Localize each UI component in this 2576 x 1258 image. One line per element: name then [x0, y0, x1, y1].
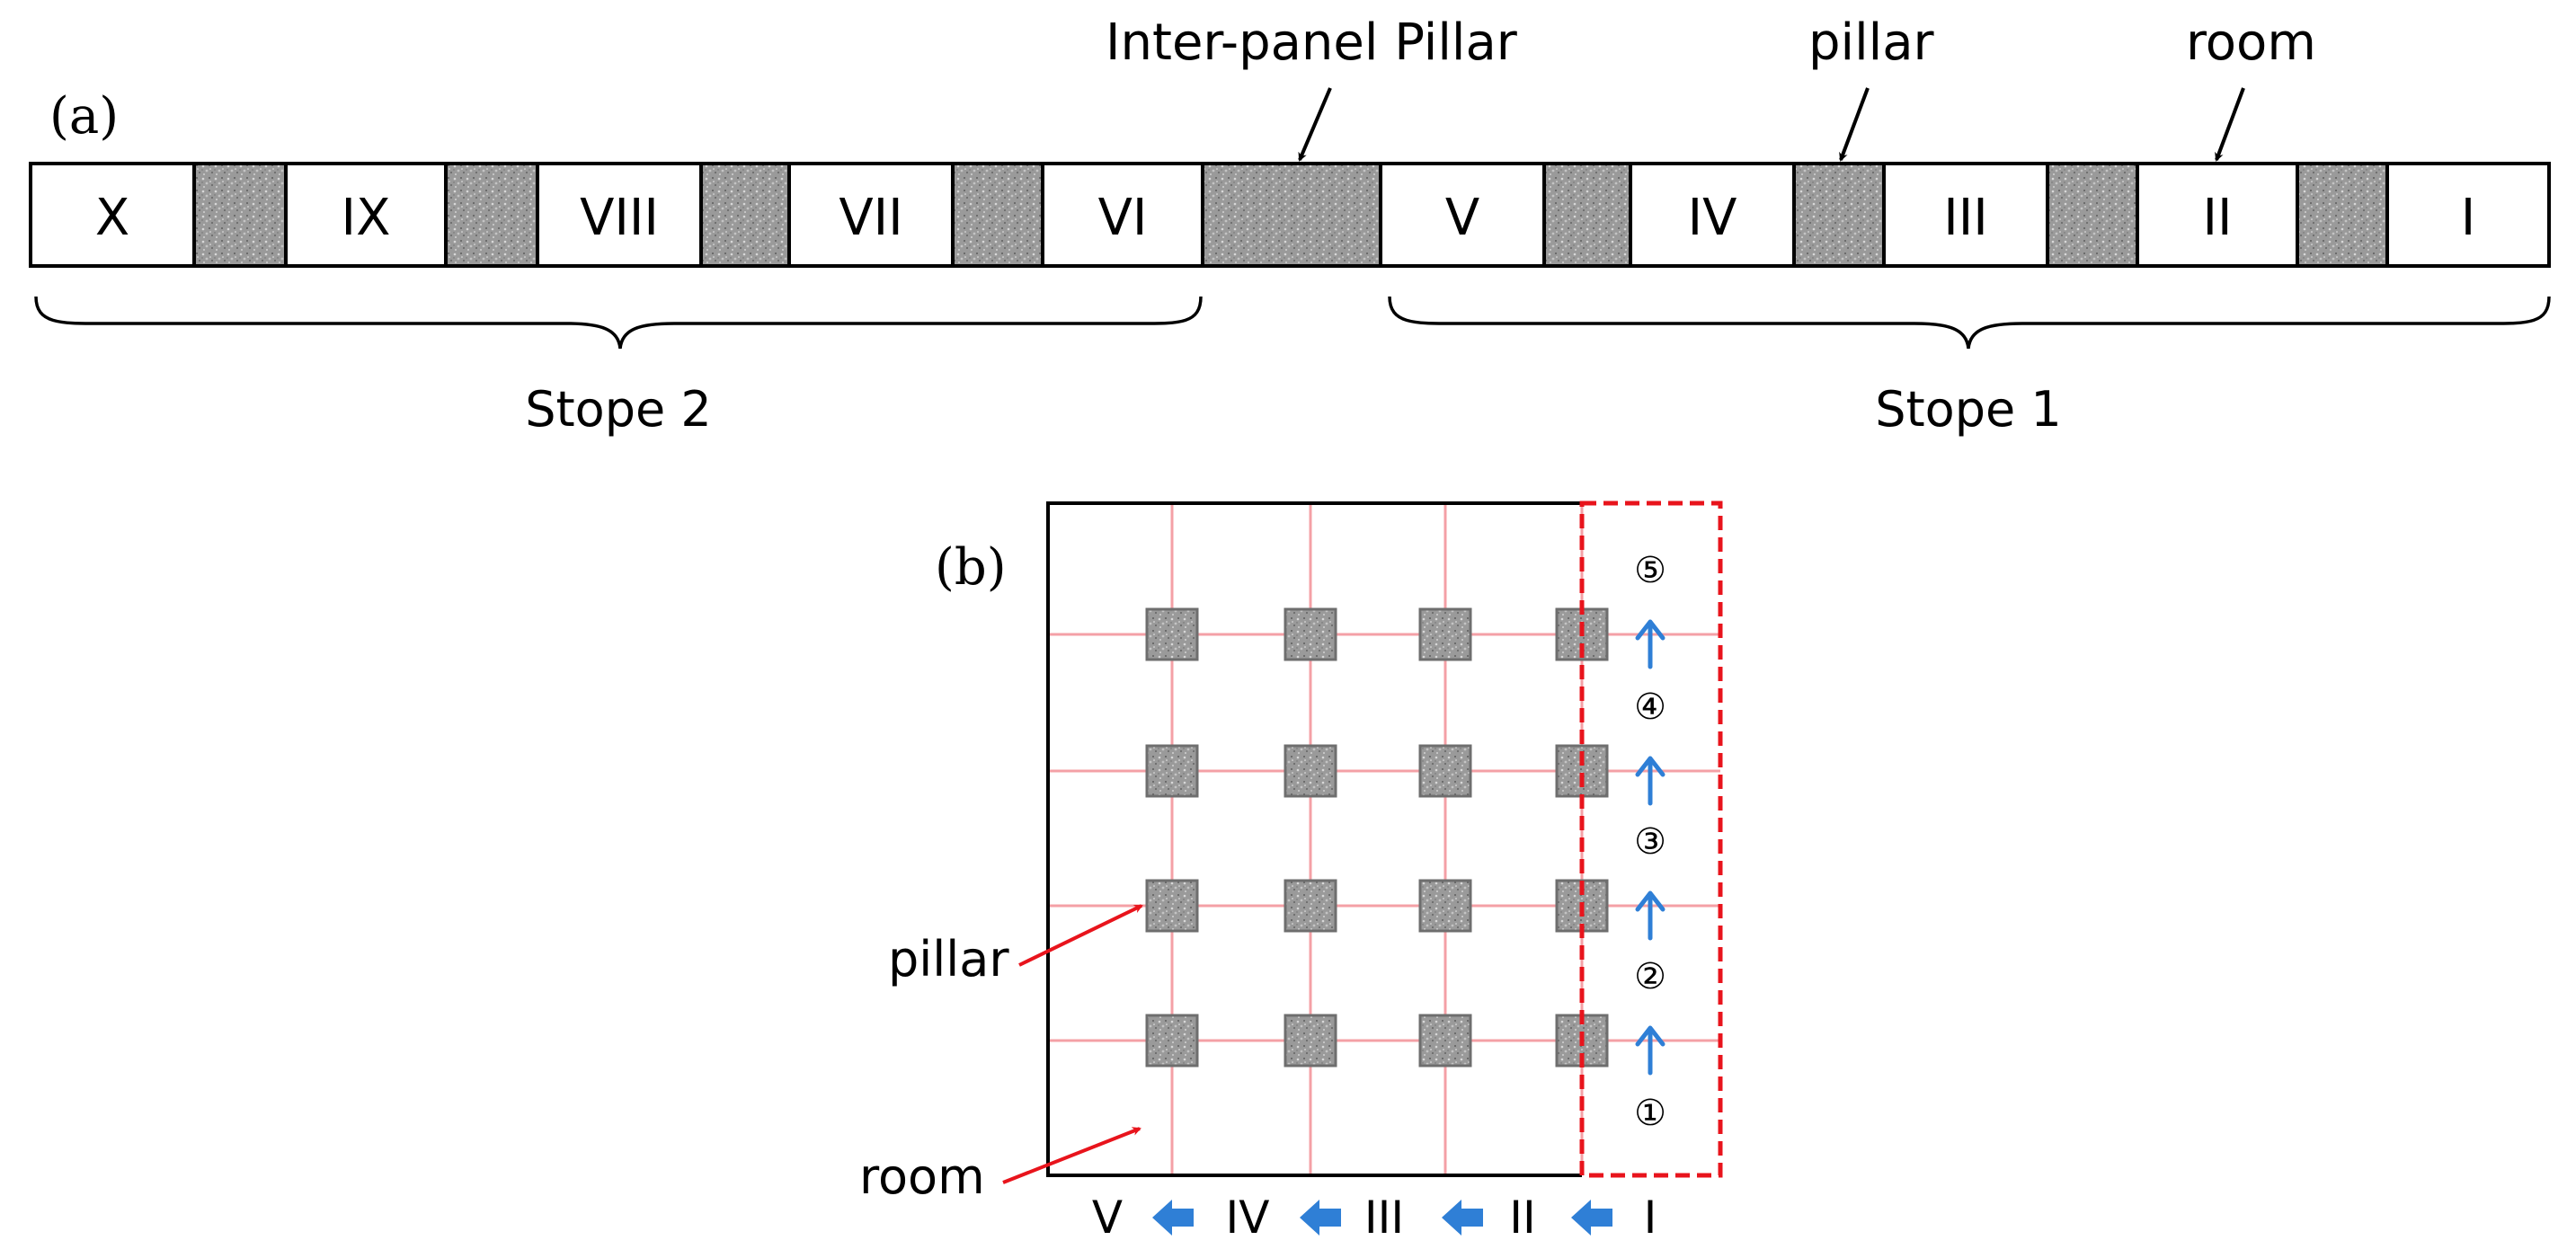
room-cell-x	[29, 162, 196, 268]
room-label-iii: III	[1943, 189, 1988, 247]
column-label-i: I	[1644, 1192, 1657, 1244]
room-cell-ix	[284, 162, 448, 268]
blue-left-arrow-icon	[1300, 1200, 1341, 1236]
pillar-cell	[444, 162, 539, 268]
pillar-annotation: pillar	[1808, 13, 1935, 72]
inter-panel-pillar-annotation: Inter-panel Pillar	[1106, 13, 1518, 72]
blue-up-arrow-icon	[1635, 890, 1666, 941]
pillar-block	[1284, 744, 1337, 798]
panel-a: (a) X	[29, 13, 2551, 438]
blue-up-arrow-icon	[1635, 756, 1666, 806]
step-marker-1: ①	[1634, 1093, 1666, 1134]
blue-up-arrow-icon	[1635, 619, 1666, 669]
step-marker-4: ④	[1634, 687, 1666, 728]
stope-1-brace	[1388, 296, 2551, 350]
panel-b-frame	[1046, 501, 1582, 1177]
red-arrow-icon	[1018, 904, 1143, 967]
pillar-cells	[192, 162, 2389, 268]
room-label-viii: VIII	[580, 189, 659, 247]
pillar-block	[1284, 879, 1337, 933]
room-label-vii: VII	[839, 189, 902, 247]
room-cell-i	[2385, 162, 2551, 268]
pillar-cell	[2046, 162, 2139, 268]
room-label-x: X	[95, 189, 129, 247]
pillar-cell	[192, 162, 288, 268]
pillar-cell	[2296, 162, 2389, 268]
pillar-blocks	[1145, 607, 1609, 1068]
room-cell-ii	[2136, 162, 2299, 268]
pillar-block	[1418, 607, 1472, 661]
pillar-annotation-b: pillar	[888, 931, 1009, 988]
column-labels: V IV III II I	[1092, 1192, 1657, 1244]
pillar-block	[1145, 744, 1199, 798]
column-label-iii: III	[1364, 1192, 1404, 1244]
inter-panel-pillar-cell	[1201, 162, 1382, 268]
red-arrow-icon	[1002, 1127, 1141, 1184]
pillar-block	[1145, 1014, 1199, 1068]
room-label-vi: VI	[1098, 189, 1148, 247]
pillar-block	[1418, 1014, 1472, 1068]
pillar-cell	[699, 162, 791, 268]
step-marker-5: ⑤	[1634, 550, 1666, 591]
blue-left-arrow-icon	[1152, 1200, 1194, 1236]
panel-a-label: (a)	[49, 87, 119, 146]
step-marker-2: ②	[1634, 956, 1666, 997]
step-marker-3: ③	[1634, 821, 1666, 863]
pillar-block	[1418, 744, 1472, 798]
room-cells	[29, 162, 2551, 268]
pillar-cell	[1792, 162, 1886, 268]
black-arrow-icon	[1839, 87, 1870, 162]
room-label-ii: II	[2202, 189, 2232, 247]
column-label-v: V	[1092, 1192, 1123, 1244]
blue-left-arrow-icon	[1571, 1200, 1612, 1236]
left-arrows	[1152, 1200, 1612, 1236]
pillar-block	[1418, 879, 1472, 933]
blue-left-arrow-icon	[1442, 1200, 1483, 1236]
stope-1-label: Stope 1	[1875, 381, 2062, 438]
room-label-i: I	[2461, 189, 2476, 247]
room-annotation-b: room	[859, 1148, 985, 1205]
panel-b-label: (b)	[935, 538, 1007, 597]
black-arrow-icon	[2215, 87, 2245, 162]
stope-2-brace	[34, 296, 1203, 350]
room-annotation: room	[2186, 13, 2316, 72]
panel-b: (b)	[859, 501, 1723, 1244]
column-label-ii: II	[1509, 1192, 1536, 1244]
extraction-sequence-box	[1579, 501, 1723, 1178]
black-arrow-icon	[1298, 87, 1332, 162]
column-label-iv: IV	[1226, 1192, 1270, 1244]
room-label-iv: IV	[1688, 189, 1737, 247]
pillar-cell	[1542, 162, 1632, 268]
pillar-block	[1284, 1014, 1337, 1068]
room-label-v: V	[1445, 189, 1479, 247]
blue-up-arrow-icon	[1635, 1025, 1666, 1076]
stope-2-label: Stope 2	[525, 381, 712, 438]
pillar-block	[1284, 607, 1337, 661]
up-arrows	[1635, 619, 1666, 1076]
pillar-block	[1145, 879, 1199, 933]
room-labels: X IX VIII VII VI V IV III II I	[95, 189, 2475, 247]
pillar-block	[1145, 607, 1199, 661]
step-markers: ① ② ③ ④ ⑤	[1634, 550, 1666, 1134]
entry-grid-lines	[1048, 503, 1720, 1175]
room-label-ix: IX	[342, 189, 391, 247]
pillar-cell	[951, 162, 1044, 268]
